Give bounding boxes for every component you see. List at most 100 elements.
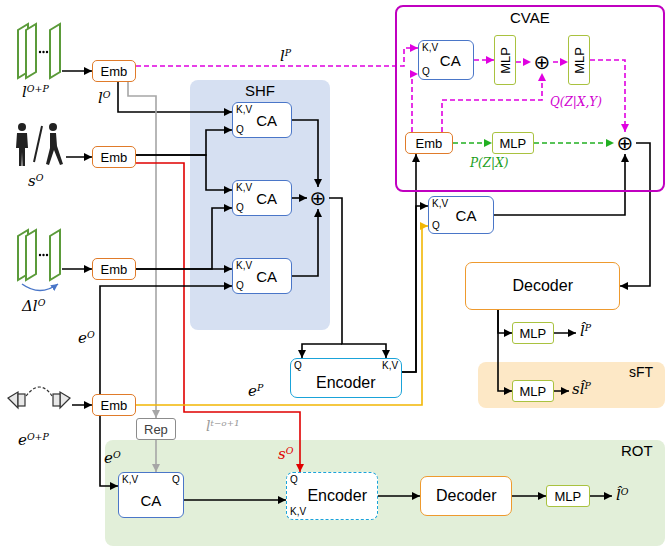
head [18,123,26,131]
node-text: Emb [101,399,128,412]
connector [136,226,428,405]
node-text: Q [236,203,244,213]
panel-fill [190,80,330,330]
connector-segment [136,268,232,270]
node-text: Q [432,221,440,231]
repeat-box: Rep [136,418,176,440]
connector-segment [136,48,418,66]
node-text: K,V [432,199,448,209]
node-text: CA [440,53,461,68]
mlp-box: MLP [546,485,590,507]
decoder-box: Decoder [420,476,512,516]
node-text: MLP [520,327,547,340]
math-label: lᴾ [280,48,291,65]
embedding-box: Emb [92,394,136,416]
connector-segment [136,208,232,269]
camera [53,394,60,406]
node-text: CA [456,208,477,223]
math-label: sᴼ [278,446,293,463]
math-label: lᵗ⁻ᵒ⁺¹ [206,419,240,434]
ellipsis-dots [39,254,48,256]
node-text: Emb [101,151,128,164]
node-text: CA [256,113,277,128]
node-text: K,V [236,105,252,115]
node-text: K,V [422,43,438,53]
connector-segment [136,163,300,472]
math-label: eᴼ⁺ᴾ [18,432,49,449]
panel-fill [478,362,665,408]
math-label: lᴼ⁺ᴾ [22,84,49,101]
connector-segment [498,310,512,333]
node-text: Emb [101,263,128,276]
connector [136,208,232,269]
frame [26,230,36,280]
node-text: Rep [144,423,168,436]
math-label: Q(Z|X,Y) [550,96,602,109]
connector-segment [534,142,614,144]
node-text: MLP [572,47,585,74]
node-text: SHF [245,83,275,98]
connector [136,48,418,66]
camera-trajectory-icon [8,387,70,408]
frame [26,24,36,78]
node-text: Q [290,475,298,485]
input-arrow [66,156,92,158]
connector-segment [292,120,318,187]
connector [184,500,286,501]
node-text: ⊕ [310,188,327,208]
sum-node: ⊕ [307,187,329,209]
connector [512,496,546,497]
node-text: MLP [500,137,527,150]
mlp-box: MLP [568,35,590,85]
connector-segment [118,82,232,112]
slash [34,126,42,162]
math-label: eᴾ [248,383,263,400]
decoder-box: Decoder [465,262,620,310]
dot [39,51,41,53]
embedding-box: Emb [92,60,136,82]
frame [50,24,60,78]
body [16,133,28,166]
sum-node: ⊕ [614,132,636,154]
node-text: ⊕ [534,52,551,72]
connector-segment [128,82,156,418]
connector-segment [474,59,494,61]
pedestrian-icon [16,123,63,166]
node-text: MLP [520,385,547,398]
connector-segment [553,61,568,63]
connector-segment [512,495,546,497]
embedding-box: Emb [92,146,136,168]
head [49,123,57,131]
connector-segment [100,286,232,394]
node-text: Decoder [436,488,496,504]
node-text: K,V [290,507,306,517]
mlp-box: MLP [494,35,516,85]
math-label: lᴼ [98,90,111,107]
connector [100,286,232,394]
connector [292,120,318,187]
dot [46,51,48,53]
connector-segment [136,226,428,405]
dot [39,254,41,256]
module-panel: ROTK,VQCAQK,VEncoderDecoderMLP [105,440,665,546]
connector-segment [498,310,512,391]
connector-segment [516,61,531,63]
camera [18,394,25,406]
connector-segment [292,209,318,276]
connector [442,73,542,132]
connector [474,60,494,61]
connector [136,269,232,270]
math-label: P(Z|X) [470,157,508,170]
cross-attention-box: K,V CA Q [428,196,494,234]
output-arrow [554,332,576,334]
module-panel: sFTMLP [478,362,665,408]
connector-segment [292,197,307,199]
connector [534,143,614,144]
node-text: Encoder [307,488,367,504]
connector [136,130,232,155]
connector-segment [184,499,286,501]
connector [498,310,512,391]
connector [302,198,386,358]
node-text: CA [256,269,277,284]
connector-segment [412,74,418,132]
